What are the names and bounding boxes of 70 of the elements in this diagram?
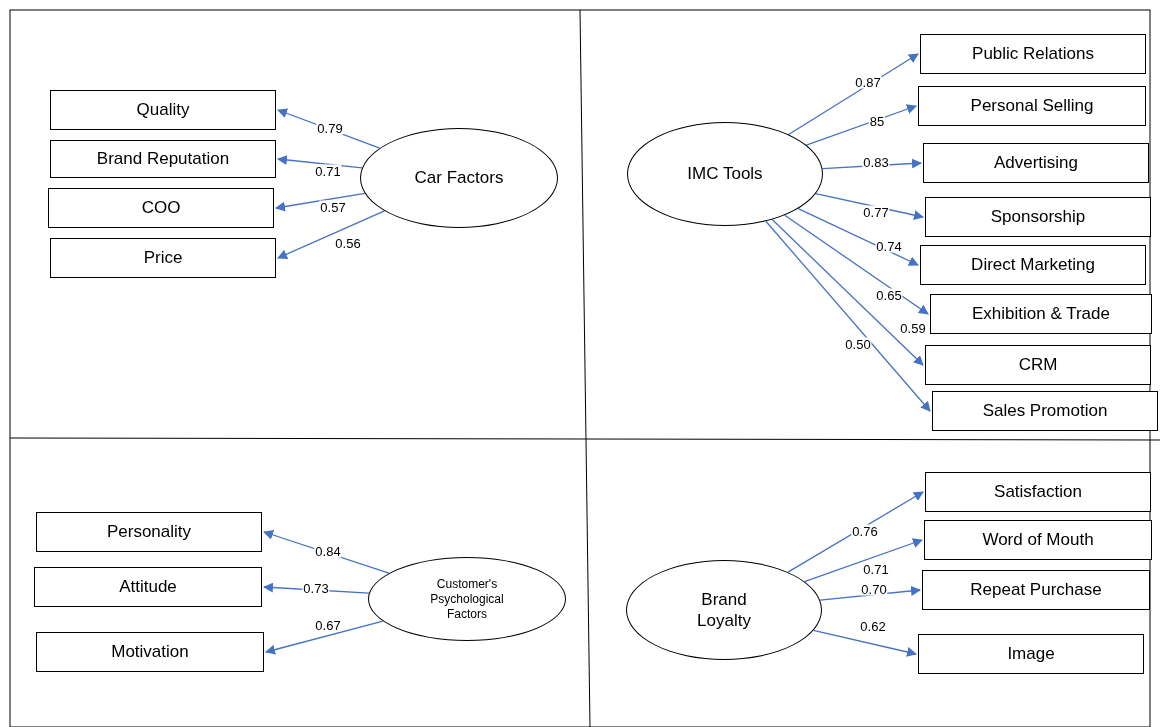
indicator-box — [50, 238, 276, 278]
edge-label: 0.59 — [899, 321, 927, 335]
edge-label: 0.50 — [844, 337, 872, 351]
indicator-box — [925, 197, 1151, 237]
indicator-name: Advertising — [993, 152, 1079, 174]
arrow — [275, 192, 366, 212]
construct-name: Brand Loyalty — [696, 588, 752, 632]
indicator-name: Sales Promotion — [982, 400, 1108, 422]
indicator-name: Direct Marketing — [971, 254, 1095, 276]
arrow — [265, 620, 384, 655]
arrow — [784, 214, 929, 315]
indicator-name: Exhibition & Trade — [972, 303, 1110, 325]
edge-label: 0.71 — [314, 164, 342, 178]
edge-label: 0.79 — [316, 121, 344, 135]
indicator-name: Personal Selling — [970, 95, 1094, 117]
edge-label: 0.62 — [859, 619, 887, 633]
indicator-box — [918, 86, 1146, 126]
edge-label: 0.57 — [319, 200, 347, 214]
indicator-box — [925, 345, 1151, 385]
edge-label: 0.83 — [862, 155, 890, 169]
indicator-box — [36, 512, 262, 552]
indicator-name: Personality — [106, 521, 192, 543]
arrow — [277, 210, 386, 259]
edge-label: 0.65 — [875, 288, 903, 302]
indicator-box — [932, 391, 1158, 431]
indicator-box — [920, 245, 1146, 285]
indicator-name: Price — [143, 247, 183, 269]
edge-label: 0.73 — [302, 581, 330, 595]
indicator-box — [48, 188, 274, 228]
indicator-name: COO — [141, 197, 181, 219]
construct-name: Customer's Psychological Factors — [429, 576, 505, 622]
indicator-box — [924, 520, 1152, 560]
arrow — [771, 218, 924, 366]
construct-name: Car Factors — [414, 167, 504, 189]
indicator-box — [930, 294, 1152, 334]
indicator-name: Satisfaction — [994, 481, 1082, 503]
indicator-name: Image — [1007, 643, 1055, 665]
edge-label: 0.70 — [860, 582, 888, 596]
indicator-name: Quality — [136, 99, 190, 121]
indicator-box — [50, 140, 276, 178]
indicator-box — [920, 34, 1146, 74]
arrow — [812, 629, 917, 657]
indicator-box — [922, 570, 1150, 610]
indicator-name: Sponsorship — [990, 206, 1086, 228]
edge-label: 0.67 — [314, 618, 342, 632]
indicator-box — [34, 567, 262, 607]
edge-label: 0.77 — [862, 205, 890, 219]
indicator-box — [918, 634, 1144, 674]
edge-label: 0.71 — [862, 562, 890, 576]
arrow — [805, 104, 917, 146]
indicator-name: Motivation — [111, 641, 189, 663]
indicator-name: Attitude — [119, 576, 177, 598]
arrow — [803, 538, 923, 583]
indicator-box — [923, 143, 1149, 183]
indicator-name: Repeat Purchase — [970, 579, 1102, 601]
edge-label: 85 — [868, 114, 886, 128]
construct-name: IMC Tools — [687, 163, 763, 185]
indicator-name: Public Relations — [972, 43, 1094, 65]
indicator-name: Brand Reputation — [96, 148, 230, 170]
arrow — [765, 220, 931, 412]
indicator-name: CRM — [1018, 354, 1058, 376]
edge-label: 0.76 — [851, 524, 879, 538]
edge-label: 0.87 — [854, 75, 882, 89]
indicator-box — [925, 472, 1151, 512]
edge-label: 0.56 — [334, 236, 362, 250]
edge-label: 0.84 — [314, 544, 342, 558]
indicator-name: Word of Mouth — [982, 529, 1094, 551]
indicator-box — [36, 632, 264, 672]
indicator-box — [50, 90, 276, 130]
edge-label: 0.74 — [875, 239, 903, 253]
